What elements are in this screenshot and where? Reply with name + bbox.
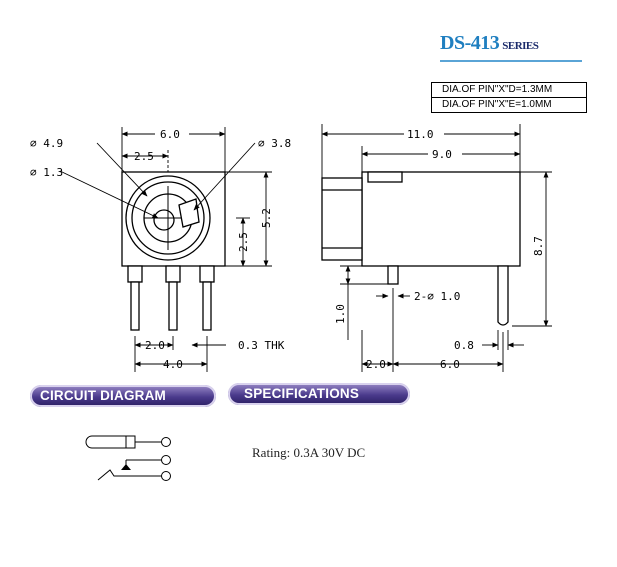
dim-front-center: 2.5 <box>134 150 154 163</box>
specifications-heading: SPECIFICATIONS <box>228 383 410 405</box>
dim-front-height: 5.2 <box>260 208 273 228</box>
dim-dia-inner: ∅ 1.3 <box>30 166 63 179</box>
dim-side-pin-width: 0.8 <box>454 339 474 352</box>
pin-table-row: DIA.OF PIN"X"D=1.3MM <box>442 84 553 95</box>
dim-side-offset: 2.0 <box>366 358 386 371</box>
dim-thickness: 0.3 THK <box>238 339 285 352</box>
dim-front-center-height: 2.5 <box>237 232 250 252</box>
dim-side-pin-spacing: 6.0 <box>440 358 460 371</box>
front-view-labels: 6.0 2.5 ∅ 4.9 ∅ 1.3 ∅ 3.8 5.2 2.5 2.0 4.… <box>30 127 291 371</box>
dim-dia-socket: ∅ 3.8 <box>258 137 291 150</box>
dim-dia-outer: ∅ 4.9 <box>30 137 63 150</box>
dim-side-body: 9.0 <box>432 148 452 161</box>
pin-table-row: DIA.OF PIN"X"E=1.0MM <box>432 97 586 112</box>
front-pins <box>127 265 215 331</box>
series-label: SERIES <box>502 40 539 52</box>
dim-side-pin-length: 1.0 <box>334 304 347 324</box>
side-pin-front <box>387 265 399 285</box>
side-body <box>361 171 521 267</box>
center-pin <box>153 209 175 231</box>
dim-side-pin-dia: 2-∅ 1.0 <box>414 290 460 303</box>
specifications-label: SPECIFICATIONS <box>244 386 360 401</box>
rating-text: Rating: 0.3A 30V DC <box>252 445 366 460</box>
outer-ring <box>125 175 211 261</box>
side-view <box>321 171 521 326</box>
dim-front-width: 6.0 <box>160 128 180 141</box>
dim-side-length: 11.0 <box>407 128 434 141</box>
front-view <box>121 171 226 331</box>
model-number: DS-413 <box>440 32 500 54</box>
dim-side-height: 8.7 <box>532 236 545 256</box>
circuit-diagram-heading: CIRCUIT DIAGRAM <box>30 385 216 407</box>
side-nose <box>321 177 363 261</box>
circuit-diagram-label: CIRCUIT DIAGRAM <box>40 388 166 403</box>
title-underline <box>440 60 582 62</box>
dim-pin-pitch: 2.0 <box>145 339 165 352</box>
dim-pin-span: 4.0 <box>163 358 183 371</box>
side-view-labels: 11.0 9.0 8.7 1.0 2-∅ 1.0 0.8 2.0 6.0 <box>334 127 545 371</box>
pin-diameter-table: DIA.OF PIN"X"D=1.3MM DIA.OF PIN"X"E=1.0M… <box>431 82 587 113</box>
side-pin-rear <box>497 265 509 326</box>
socket-ring <box>131 181 205 255</box>
circuit-symbol <box>85 435 171 481</box>
